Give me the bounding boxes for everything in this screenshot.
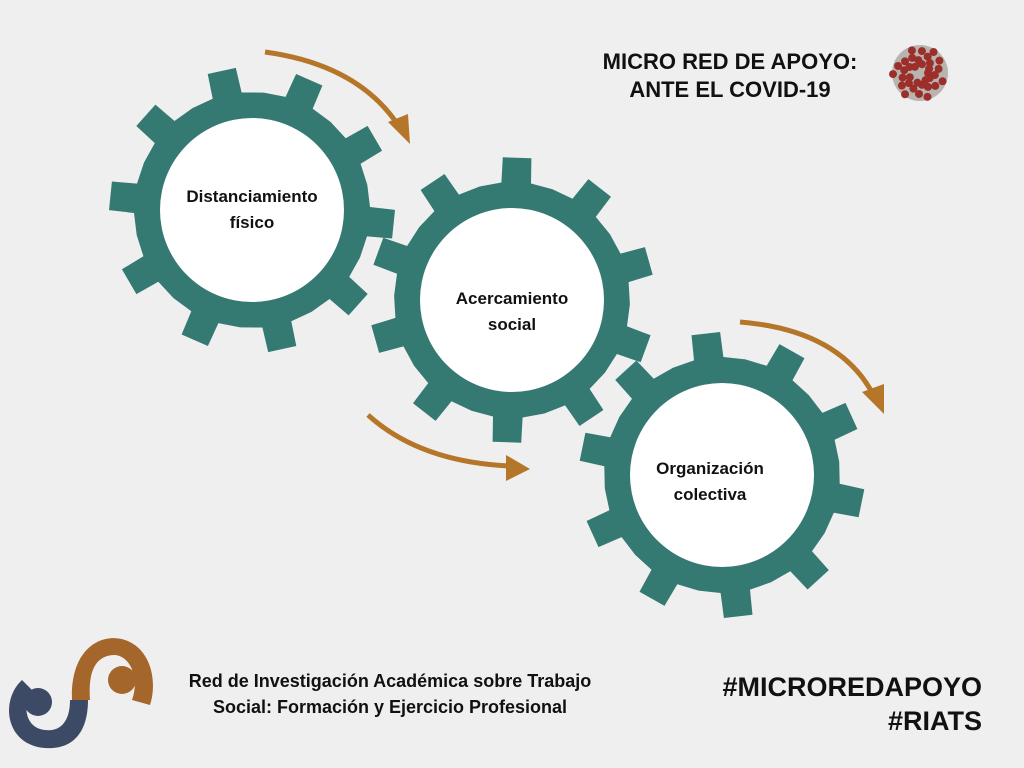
hashtag-microredapoyo: #MICROREDAPOYO	[722, 672, 982, 702]
riats-logo	[9, 638, 153, 749]
virus-spike	[923, 92, 932, 101]
virus-spike	[889, 70, 898, 79]
virus-spike	[894, 61, 903, 70]
virus-spike	[897, 81, 906, 90]
virus-spike	[935, 56, 944, 65]
arrow-2	[366, 413, 530, 481]
organization-name: Red de Investigación Académica sobre Tra…	[160, 668, 620, 720]
virus-spike	[938, 77, 947, 86]
hashtag-riats: #RIATS	[887, 706, 982, 736]
org-line-1: Red de Investigación Académica sobre Tra…	[188, 671, 592, 691]
gear-hole-3	[630, 383, 814, 567]
virus-icon	[889, 45, 948, 101]
gear-label-line: colectiva	[673, 485, 747, 504]
gear-label-line: Organización	[656, 459, 764, 478]
virus-spike	[904, 79, 913, 88]
virus-spike	[910, 62, 919, 71]
virus-spike	[918, 80, 927, 89]
gear-hole-2	[420, 208, 604, 392]
virus-spike	[898, 73, 907, 82]
virus-spike	[908, 53, 917, 62]
virus-spike	[915, 89, 924, 98]
arrow-1	[264, 49, 410, 144]
virus-spike	[909, 84, 918, 93]
virus-spike	[929, 47, 938, 56]
gear-label-line: físico	[229, 213, 275, 232]
virus-spike	[917, 60, 926, 69]
page-title: MICRO RED DE APOYO: ANTE EL COVID-19	[560, 48, 900, 104]
virus-spike	[917, 47, 926, 56]
virus-spike	[923, 52, 932, 61]
gear-hole-1	[160, 118, 344, 302]
virus-spike	[931, 81, 940, 90]
arrow-3	[739, 319, 884, 414]
title-line-1: MICRO RED DE APOYO:	[602, 49, 858, 74]
virus-spike	[934, 64, 943, 73]
title-line-2: ANTE EL COVID-19	[629, 77, 831, 102]
hashtags: #MICROREDAPOYO #RIATS	[722, 670, 982, 738]
gear-label-line: Acercamiento	[455, 289, 569, 308]
org-line-2: Social: Formación y Ejercicio Profesiona…	[212, 697, 568, 717]
gear-label-acercamiento: Acercamiento social	[422, 286, 602, 338]
gear-label-line: social	[487, 315, 537, 334]
virus-spike	[925, 74, 934, 83]
virus-spike	[900, 57, 909, 66]
virus-spike	[905, 73, 914, 82]
gear-label-organizacion: Organización colectiva	[620, 456, 800, 508]
gear-label-line: Distanciamiento	[186, 187, 318, 206]
gear-label-distanciamiento: Distanciamiento físico	[162, 184, 342, 236]
virus-spike	[901, 90, 910, 99]
virus-spike	[925, 64, 934, 73]
virus-spike	[907, 46, 916, 55]
